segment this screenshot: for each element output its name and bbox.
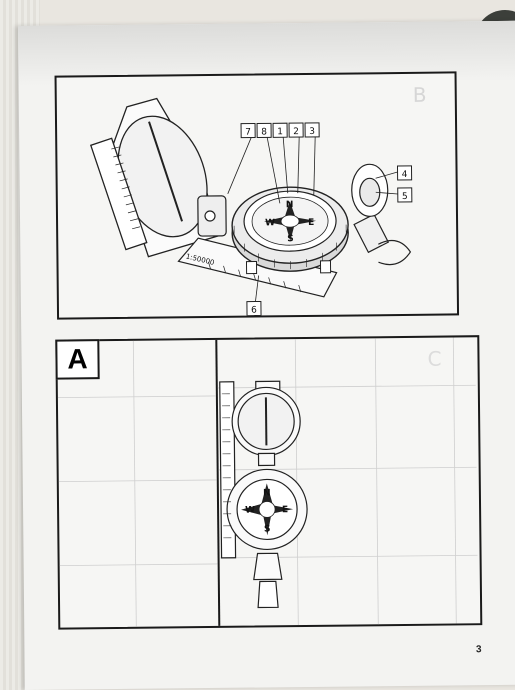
dial-letter-e: E (308, 218, 314, 228)
callout-7: 7 (245, 128, 251, 138)
compass-top-view (219, 380, 308, 609)
lensatic-compass-illustration: B (89, 83, 427, 317)
callout-6: 6 (251, 306, 257, 316)
compass-dial (231, 186, 349, 272)
top-figure-frame: B (54, 71, 460, 320)
dial-letter-n: N (263, 488, 271, 498)
compass-hinge (197, 195, 227, 237)
dial-letter-s: S (287, 234, 294, 244)
compass-lid (89, 97, 219, 258)
corner-mark: C (427, 347, 441, 371)
dial-letter-s: S (264, 524, 271, 534)
left-map-grid (57, 340, 218, 627)
dial-letter-n: N (286, 200, 294, 210)
callout-4: 4 (402, 170, 408, 180)
callout-3: 3 (309, 127, 315, 137)
callout-8: 8 (261, 127, 267, 137)
base-ruler: 1:50000 (177, 237, 338, 298)
corner-mark: B (413, 83, 427, 107)
dial-letter-w: W (265, 218, 275, 228)
callout-1: 1 (277, 127, 283, 137)
callout-2: 2 (293, 127, 299, 137)
dial-letter-e: E (282, 505, 288, 515)
manual-page: B (18, 20, 515, 690)
right-compass-on-map: C (217, 337, 478, 626)
callout-5: 5 (402, 192, 408, 202)
dial-letter-w: W (245, 506, 255, 516)
page-number: 3 (475, 644, 482, 656)
bottom-figure-frame: A C (55, 335, 483, 630)
